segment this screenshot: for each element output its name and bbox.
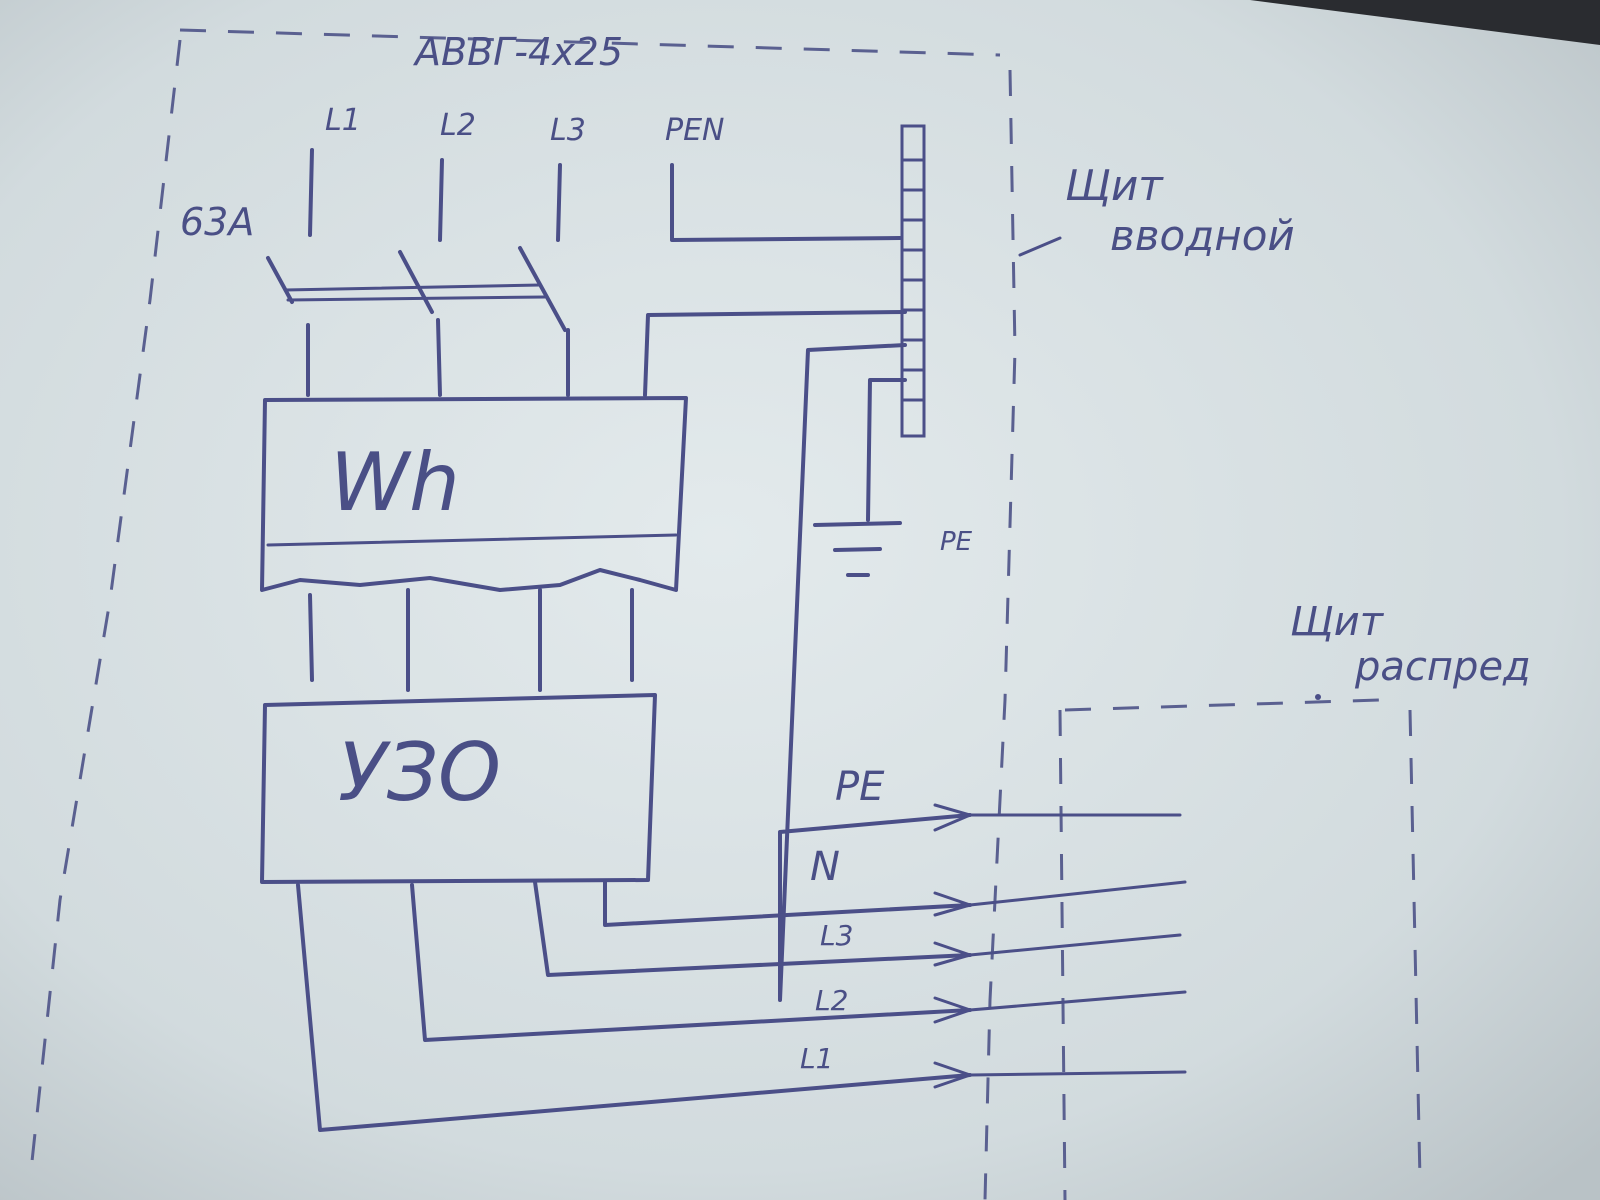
distribution-panel-label-1: Щит: [1290, 599, 1385, 645]
distribution-panel-left-boundary: [1058, 709, 1067, 1200]
output-label-l1: L1: [800, 1042, 833, 1075]
rcd-label: УЗО: [338, 726, 501, 819]
top-dashed-line: [179, 28, 1001, 57]
busbar-terminals: [900, 158, 926, 402]
output-label-pe: PE: [835, 764, 885, 810]
input-panel-pointer: [1018, 236, 1062, 257]
dark-corner: [1250, 0, 1600, 45]
breaker-to-meter-l2: [436, 318, 442, 397]
n-output-wire: [603, 880, 972, 927]
cable-label: АВВГ-4х25: [412, 30, 623, 74]
l3-output-wire: [533, 880, 972, 977]
breaker-rating: 63A: [180, 200, 254, 244]
breaker-blade-l3: [518, 246, 567, 332]
incoming-l2-wire: [438, 158, 444, 242]
ground-pe-label: PE: [940, 527, 973, 557]
l2-output-wire: [410, 883, 972, 1042]
l1-distribution-line: [968, 1070, 1187, 1077]
ground-wire: [866, 378, 907, 522]
l1-output-wire: [296, 883, 972, 1132]
meter-label: Wh: [330, 436, 460, 529]
output-label-l2: L2: [815, 984, 848, 1017]
n-distribution-line: [968, 880, 1187, 907]
input-label-pen: PEN: [665, 113, 725, 148]
ground-symbol: [813, 521, 902, 577]
output-label-l3: L3: [820, 919, 853, 952]
output-label-n: N: [810, 844, 840, 890]
input-panel-label-1: Щит: [1065, 161, 1164, 210]
input-label-l2: L2: [440, 108, 476, 143]
input-panel-boundary: [983, 69, 1017, 1200]
l3-distribution-line: [968, 933, 1182, 957]
breaker-blade-l2: [398, 250, 434, 314]
incoming-pen-wire: [670, 163, 902, 242]
breaker-blade-l1: [266, 256, 294, 304]
busbar-to-meter-n: [643, 310, 907, 397]
input-label-l1: L1: [325, 103, 361, 138]
l2-distribution-line: [968, 990, 1187, 1012]
distribution-panel-right-boundary: [1408, 709, 1422, 1181]
distribution-panel-top-boundary: [1064, 698, 1381, 712]
input-panel-label-2: вводной: [1110, 211, 1295, 260]
meter-block: [260, 396, 688, 592]
rcd-block: [260, 693, 657, 884]
left-margin-dashed-line: [28, 39, 182, 1181]
distribution-panel-label-2: распред: [1354, 644, 1531, 690]
incoming-l3-wire: [556, 163, 562, 242]
pe-output-wire: [778, 343, 972, 1002]
breaker-mechanical-link: [283, 283, 547, 302]
input-label-l3: L3: [550, 113, 586, 148]
meter-block-inner-line: [266, 533, 678, 547]
meter-to-rcd-l1: [308, 593, 314, 682]
distribution-panel-pointer: [1315, 694, 1321, 700]
incoming-l1-wire: [308, 148, 314, 237]
